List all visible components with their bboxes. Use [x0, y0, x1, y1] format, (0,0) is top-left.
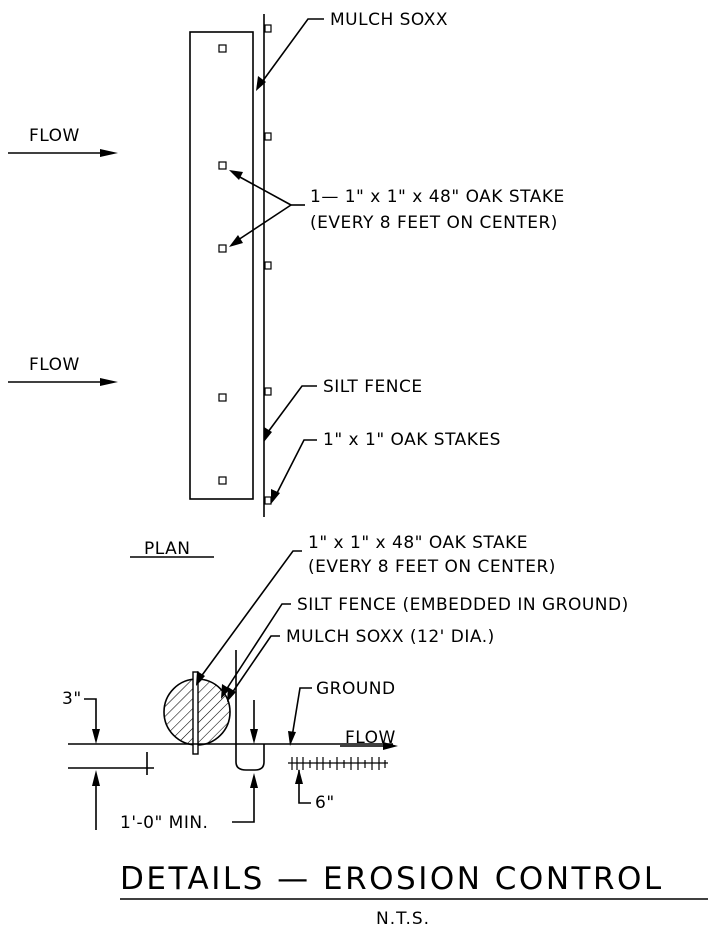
plan-oak-stake-label-2: (EVERY 8 FEET ON CENTER) [310, 213, 558, 233]
section-oak-stake-label-1: 1" x 1" x 48" OAK STAKE [308, 533, 528, 553]
section-dim-6in-label: 6" [315, 793, 335, 813]
section-ground-leader [291, 687, 312, 738]
section-oak-stake-leader [199, 550, 302, 679]
section-oak-stake [192, 671, 199, 755]
plan-flow-label-bottom: FLOW [29, 355, 80, 375]
plan-fence-stake [264, 24, 272, 33]
section-silt-fence-leader [225, 603, 291, 691]
plan-fence-stake [264, 496, 272, 505]
section-dim-6in-leader [298, 784, 311, 804]
section-dim-3in-label: 3" [62, 689, 82, 709]
plan-oak-stake-label-1: 1— 1" x 1" x 48" OAK STAKE [310, 187, 565, 207]
plan-oak-stakes-label: 1" x 1" OAK STAKES [323, 430, 501, 450]
section-dim-min-label: 1'-0" MIN. [120, 813, 208, 833]
section-mulch-soxx-label: MULCH SOXX (12' DIA.) [286, 627, 495, 647]
plan-silt-fence-label: SILT FENCE [323, 377, 423, 397]
section-dim-3in-leader [84, 698, 97, 730]
plan-view: FLOW FLOW MULCH SOXX 1— 1" x 1" x 48" OA… [8, 10, 565, 559]
plan-soxx-stake [218, 161, 227, 170]
plan-view-label: PLAN [144, 539, 190, 559]
plan-soxx-stake [218, 44, 227, 53]
plan-soxx-stake [218, 476, 227, 485]
section-silt-fence [235, 650, 265, 771]
plan-mulch-soxx-label: MULCH SOXX [330, 10, 448, 30]
plan-mulch-soxx-rect [189, 31, 254, 500]
plan-fence-stake [264, 261, 272, 270]
scale-note: N.T.S. [376, 909, 430, 929]
plan-oak-stake-leader-b [237, 204, 292, 241]
drawing-title: DETAILS — EROSION CONTROL [120, 861, 664, 897]
section-oak-stake-label-2: (EVERY 8 FEET ON CENTER) [308, 557, 556, 577]
ground-grass-symbol [288, 757, 388, 770]
title-block: DETAILS — EROSION CONTROL N.T.S. [120, 861, 708, 929]
plan-oak-stake-leader-a [237, 175, 292, 206]
plan-soxx-stake [218, 244, 227, 253]
section-silt-fence-label: SILT FENCE (EMBEDDED IN GROUND) [297, 595, 629, 615]
plan-flow-label-top: FLOW [29, 126, 80, 146]
section-view: FLOW 1" x 1" x 48" OAK STAKE (EVERY 8 FE… [62, 533, 629, 833]
section-mulch-soxx-leader [231, 635, 280, 694]
plan-mulch-soxx-leader [261, 18, 324, 83]
plan-fence-stake [264, 387, 272, 396]
section-flow-label: FLOW [345, 728, 396, 748]
section-dim-min-leader [232, 788, 255, 823]
plan-oak-stakes-leader [275, 439, 317, 496]
section-ground-label: GROUND [316, 679, 396, 699]
plan-fence-stake [264, 132, 272, 141]
plan-soxx-stake [218, 393, 227, 402]
plan-silt-fence-leader [267, 385, 317, 433]
